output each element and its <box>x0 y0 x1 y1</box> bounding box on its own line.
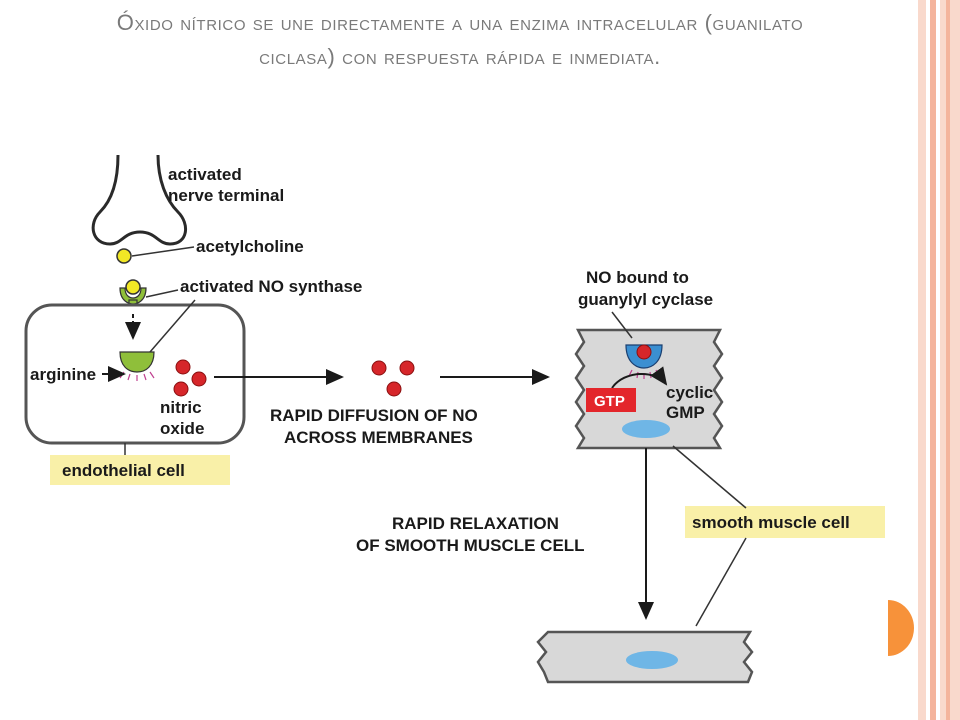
nucleus-top <box>622 420 670 438</box>
nerve-terminal-shape <box>91 154 187 246</box>
endothelial-cell <box>24 303 246 445</box>
stripe-1 <box>918 0 926 720</box>
nucleus-bottom <box>626 651 678 669</box>
label-arginine: arginine <box>30 365 96 384</box>
no-molecule-bound <box>636 344 652 360</box>
slide-title: Óxido nítrico se une directamente a una … <box>116 10 804 69</box>
label-acetylcholine: acetylcholine <box>196 237 304 256</box>
label-oxide: oxide <box>160 419 204 438</box>
no-synthase-icon <box>119 351 155 373</box>
label-rapid-relaxation-2: OF SMOOTH MUSCLE CELL <box>356 536 585 555</box>
stripe-2 <box>930 0 936 720</box>
endothelial-label-box <box>50 455 230 485</box>
no-molecule <box>191 371 207 387</box>
label-gtp: GTP <box>594 393 625 410</box>
gtp-badge <box>586 388 636 412</box>
label-activated: activated <box>168 165 242 184</box>
label-rapid-diffusion-1: RAPID DIFFUSION OF NO <box>270 406 478 425</box>
label-guanylyl-cyclase: guanylyl cyclase <box>578 290 713 309</box>
smooth-muscle-cell-top <box>574 328 724 450</box>
stripe-4 <box>946 0 950 720</box>
no-molecule <box>399 360 415 376</box>
label-rapid-diffusion-2: ACROSS MEMBRANES <box>284 428 473 447</box>
orange-tab <box>888 600 914 656</box>
no-molecule <box>175 359 191 375</box>
acetylcholine-molecule <box>116 248 132 264</box>
no-molecule <box>371 360 387 376</box>
label-no-synthase: activated NO synthase <box>180 277 362 296</box>
label-endothelial-cell: endothelial cell <box>62 461 185 480</box>
label-smooth-muscle-cell: smooth muscle cell <box>692 513 850 532</box>
decorative-stripes <box>914 0 960 720</box>
acetylcholine-bound <box>125 279 141 295</box>
label-cyclic: cyclic <box>666 383 713 402</box>
no-molecule <box>173 381 189 397</box>
label-rapid-relaxation-1: RAPID RELAXATION <box>392 514 559 533</box>
label-nerve-terminal: nerve terminal <box>168 186 284 205</box>
label-no-bound: NO bound to <box>586 268 689 287</box>
label-gmp: GMP <box>666 403 705 422</box>
no-molecule <box>386 381 402 397</box>
smooth-muscle-label-box <box>685 506 885 538</box>
label-nitric: nitric <box>160 398 202 417</box>
